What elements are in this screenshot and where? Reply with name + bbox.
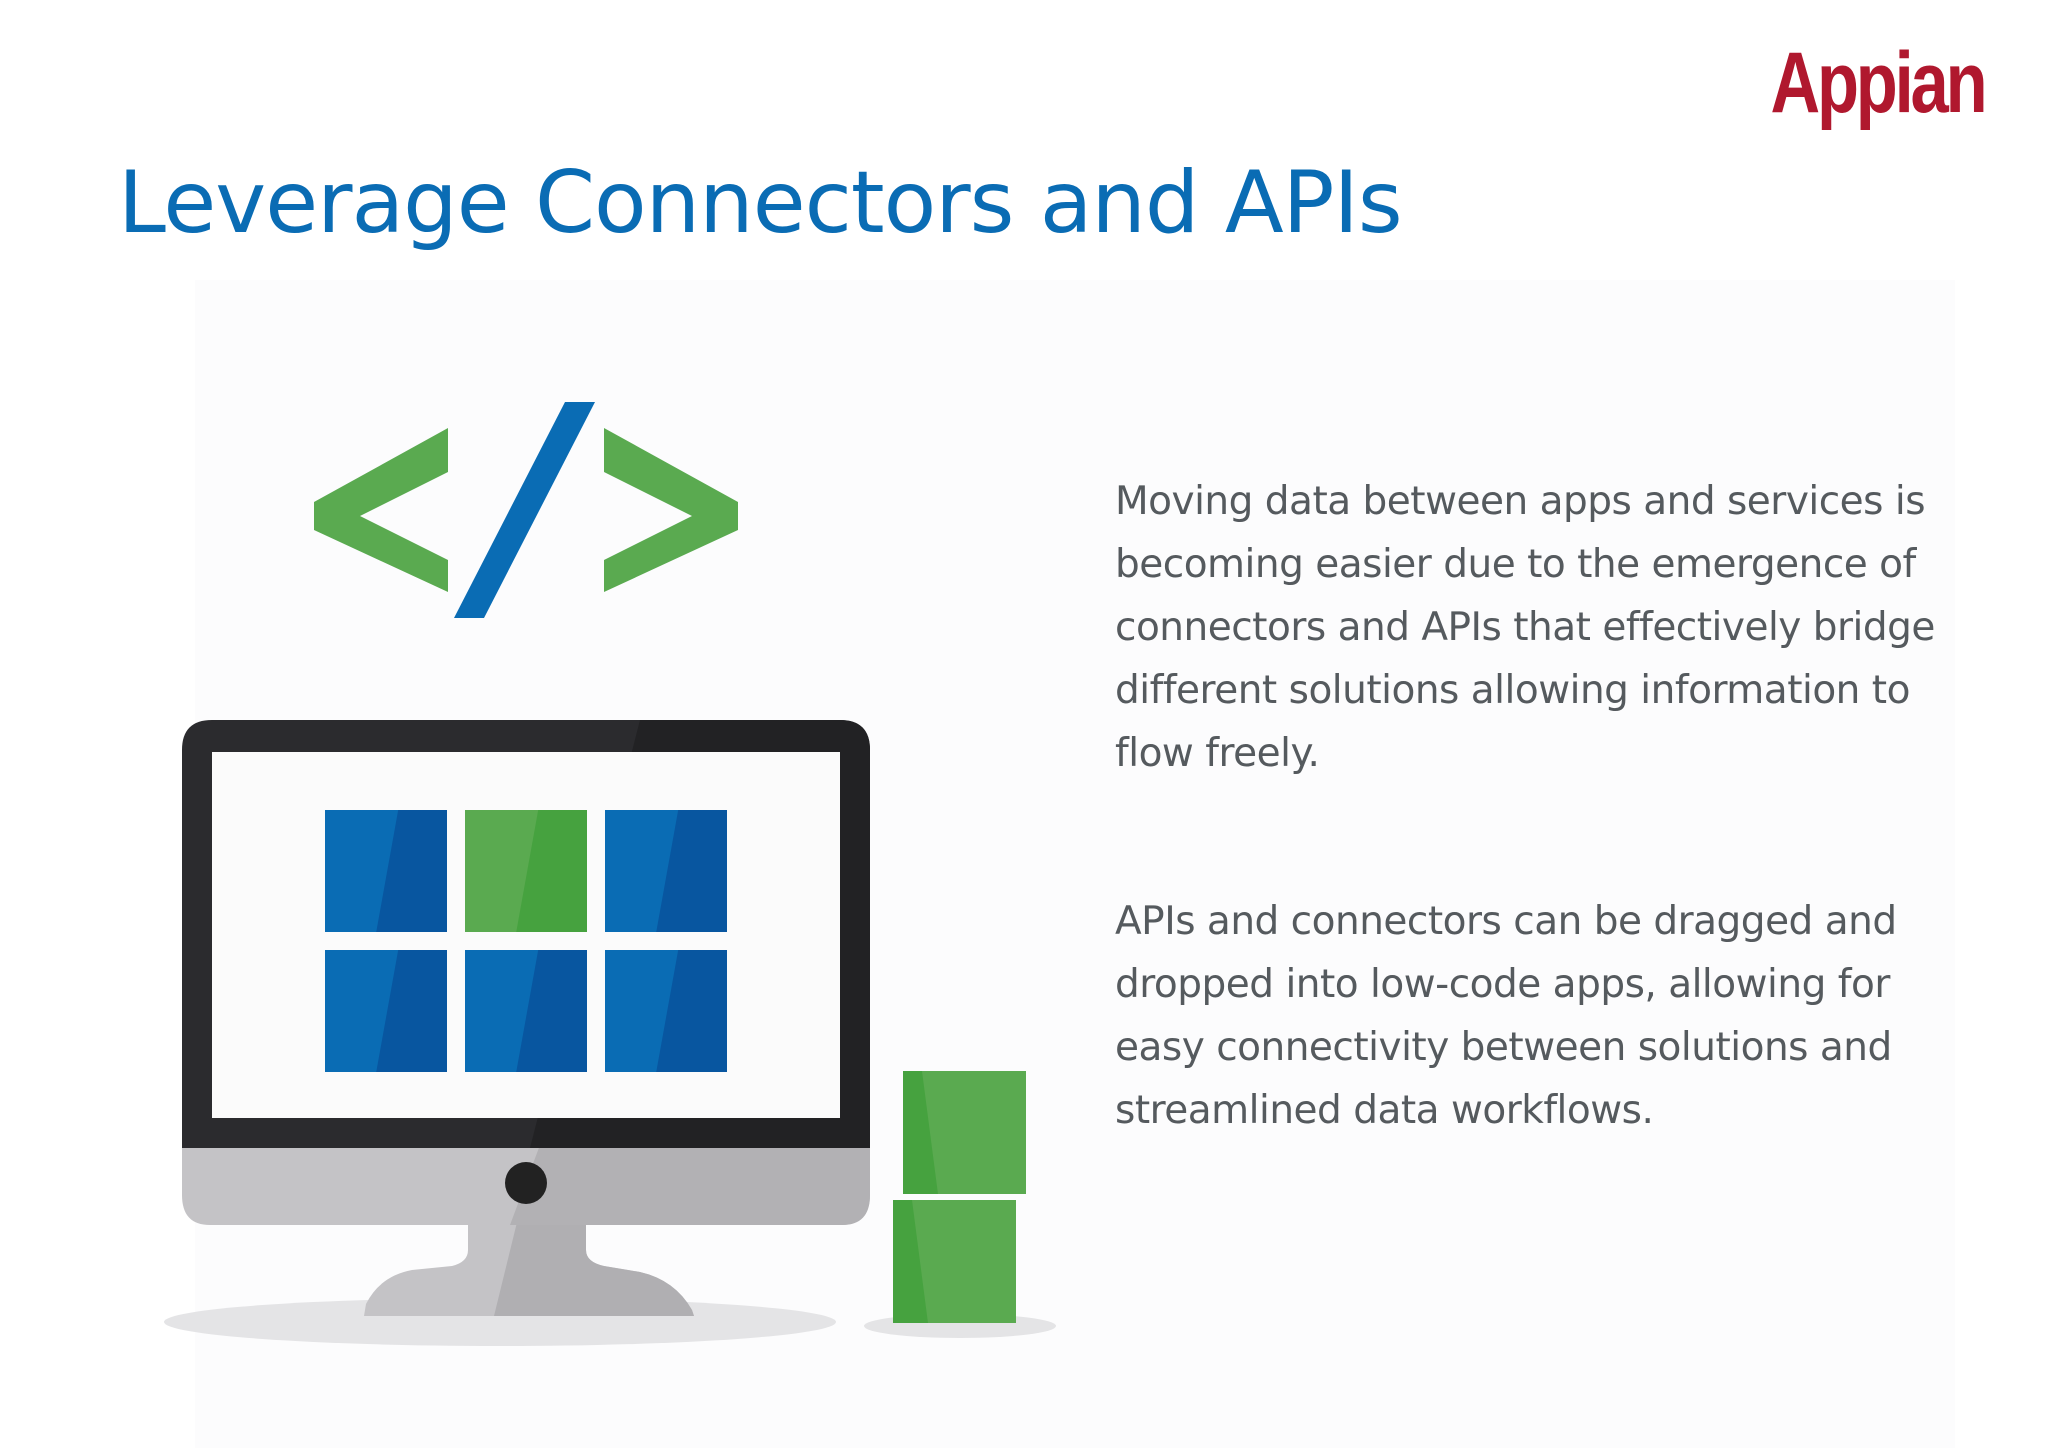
- screen-tile: [605, 810, 727, 932]
- screen-tile: [325, 810, 447, 932]
- screen-tiles: [325, 810, 727, 1072]
- screen-tile: [465, 950, 587, 1072]
- desktop-monitor-icon: [164, 720, 870, 1346]
- screen-tile: [605, 950, 727, 1072]
- appian-logo: Appian: [1770, 35, 1987, 131]
- page-title: Leverage Connectors and APIs: [118, 153, 1403, 253]
- paragraph-1: Moving data between apps and services is…: [1115, 479, 1935, 776]
- stacked-blocks-icon: [864, 1071, 1056, 1338]
- screen-tile: [465, 810, 587, 932]
- paragraph-2: APIs and connectors can be dragged and d…: [1115, 899, 1897, 1133]
- screen-tile: [325, 950, 447, 1072]
- code-brackets-icon: [314, 402, 738, 618]
